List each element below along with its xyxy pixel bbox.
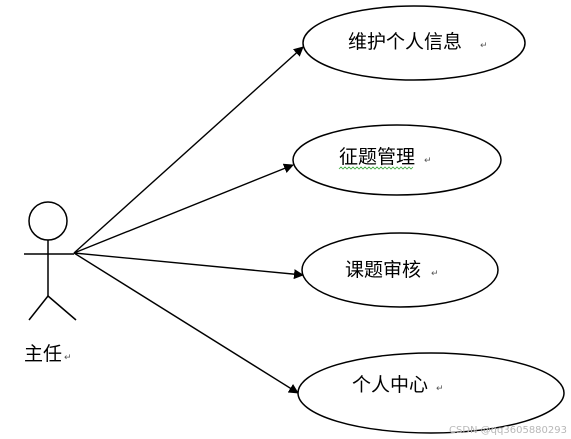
- actor-label: 主任: [24, 343, 62, 365]
- use-case-2-ellipse: [292, 124, 502, 196]
- use-case-3-mark: ↵: [431, 269, 439, 279]
- actor-figure: [24, 201, 77, 321]
- use-case-3-label: 课题审核: [345, 259, 421, 281]
- use-case-1[interactable]: 维护个人信息 ↵: [302, 5, 526, 81]
- association-4: [73, 252, 299, 394]
- actor-label-mark: ↵: [64, 353, 72, 363]
- use-case-1-mark: ↵: [480, 41, 488, 51]
- actor-right-leg: [47, 295, 77, 321]
- association-3: [73, 252, 304, 280]
- use-case-3[interactable]: 课题审核 ↵: [301, 232, 499, 308]
- actor-left-leg: [28, 295, 49, 321]
- use-case-4-mark: ↵: [436, 384, 444, 394]
- use-case-4[interactable]: 个人中心 ↵: [297, 352, 565, 434]
- association-1: [73, 46, 304, 254]
- use-case-3-ellipse: [301, 232, 499, 308]
- use-case-1-label: 维护个人信息: [348, 31, 462, 53]
- watermark: CSDN @qq3605880293: [448, 425, 567, 436]
- actor-head: [28, 201, 68, 241]
- use-case-1-ellipse: [302, 5, 526, 81]
- use-case-2-mark: ↵: [424, 156, 432, 166]
- association-2: [73, 163, 294, 254]
- associations: [73, 46, 304, 394]
- use-case-4-ellipse: [297, 352, 565, 434]
- use-case-4-label: 个人中心: [352, 374, 428, 396]
- use-case-2-spellcheck-squiggle: [338, 166, 414, 170]
- use-case-2[interactable]: 征题管理 ↵: [292, 124, 502, 196]
- use-case-2-label: 征题管理: [339, 146, 415, 168]
